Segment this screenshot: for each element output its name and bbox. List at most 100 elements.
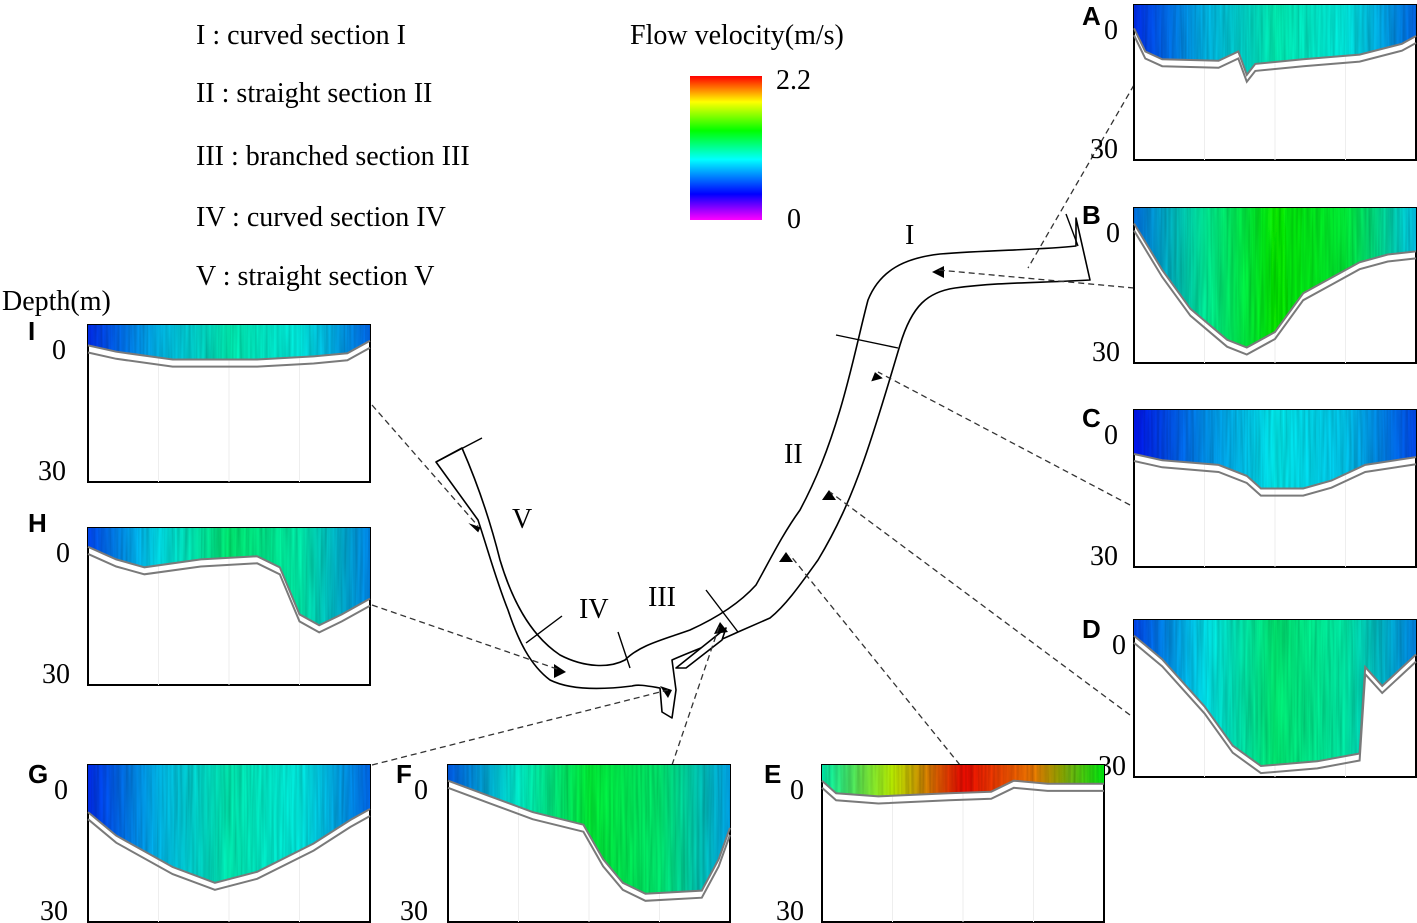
riverbed-profile-lower	[821, 786, 1104, 805]
riverbed-profile-lower	[87, 815, 371, 891]
riverbed-profile-lower	[1133, 34, 1417, 84]
cross-section-panel-i: I0 30	[28, 316, 371, 487]
depth-tick-top: 0	[1104, 15, 1118, 46]
colorbar-bar	[690, 76, 762, 220]
map-label-IV: IV	[579, 594, 609, 625]
map-label-I: I	[905, 220, 914, 251]
velocity-field	[1134, 410, 1416, 489]
leader-line-C	[877, 371, 1131, 506]
colorbar: Flow velocity(m/s) 2.2 0	[630, 20, 844, 235]
panel-letter: D	[1082, 614, 1101, 644]
leader-line-E	[789, 554, 961, 766]
map-label-V: V	[512, 504, 532, 535]
panel-letter: G	[28, 759, 48, 789]
flow-arrow-icon	[822, 490, 836, 500]
riverbed-profile	[1133, 27, 1417, 77]
riverbed-profile-lower	[1133, 642, 1417, 775]
riverbed-profile	[1133, 634, 1417, 768]
depth-tick-top: 0	[54, 775, 68, 806]
depth-tick-bottom: 30	[1090, 134, 1118, 165]
riverbed-profile	[821, 779, 1104, 798]
panel-letter: I	[28, 316, 35, 346]
map-label-II: II	[784, 439, 803, 470]
velocity-field	[88, 765, 370, 883]
velocity-field	[1134, 5, 1416, 75]
depth-tick-top: 0	[52, 335, 66, 366]
velocity-field	[448, 765, 730, 894]
river-map: I II III IV V	[435, 213, 1091, 719]
velocity-field	[822, 765, 1104, 797]
panel-letter: F	[396, 759, 412, 789]
flow-arrow-icon	[660, 686, 672, 698]
colorbar-title: Flow velocity(m/s)	[630, 20, 844, 51]
riverbed-profile-lower	[1133, 229, 1417, 356]
depth-tick-bottom: 30	[1092, 337, 1120, 368]
depth-tick-bottom: 30	[40, 896, 68, 923]
leader-line-H	[371, 604, 561, 671]
legend-item-3: III : branched section III	[196, 141, 470, 172]
flow-arrow-icon	[871, 372, 883, 382]
depth-tick-top: 0	[1106, 218, 1120, 249]
riverbed-profile-lower	[87, 552, 371, 634]
leader-line-I	[371, 404, 479, 527]
velocity-field	[1134, 208, 1416, 348]
riverbed-profile	[87, 545, 371, 627]
depth-tick-bottom: 30	[38, 456, 66, 487]
depth-tick-bottom: 30	[776, 896, 804, 923]
legend-item-1: I : curved section I	[196, 20, 406, 51]
legend-item-2: II : straight section II	[196, 78, 432, 109]
flow-arrow-icon	[932, 266, 944, 278]
panel-letter: E	[764, 759, 781, 789]
section-boundary	[617, 631, 631, 669]
depth-tick-bottom: 30	[42, 659, 70, 690]
leader-line-G	[371, 689, 669, 766]
legend-item-4: IV : curved section IV	[196, 202, 446, 233]
riverbed-profile	[447, 779, 731, 895]
riverbed-profile	[87, 808, 371, 884]
depth-axis-title: Depth(m)	[2, 286, 111, 317]
map-label-III: III	[648, 582, 676, 613]
velocity-field	[88, 325, 370, 360]
leader-line-F	[671, 623, 721, 766]
depth-tick-top: 0	[1112, 630, 1126, 661]
branch-island	[675, 627, 727, 669]
panel-letter: B	[1082, 200, 1101, 230]
panel-letter: A	[1082, 1, 1101, 31]
cross-section-panel-c: C0 30	[1082, 403, 1417, 572]
leader-line-D	[829, 491, 1131, 716]
riverbed-profile-lower	[1133, 460, 1417, 497]
panel-letter: C	[1082, 403, 1101, 433]
riverbed-profile-lower	[87, 346, 371, 368]
velocity-field	[1134, 620, 1416, 766]
colorbar-min-label: 0	[787, 204, 801, 235]
flow-arrow-icon	[779, 552, 793, 562]
flow-arrow-icon	[468, 523, 481, 533]
flow-arrow-icon	[554, 664, 566, 678]
section-boundary	[1065, 213, 1079, 247]
depth-tick-top: 0	[1104, 420, 1118, 451]
riverbed-profile	[87, 339, 371, 361]
legend-item-5: V : straight section V	[196, 261, 435, 292]
cross-section-panel-b: B0 30	[1082, 200, 1417, 368]
depth-tick-top: 0	[414, 775, 428, 806]
river-channel	[435, 217, 1091, 719]
legend: I : curved section I II : straight secti…	[196, 20, 470, 292]
section-boundary	[835, 334, 899, 349]
riverbed-profile-lower	[447, 786, 731, 902]
leader-line-A	[1027, 84, 1135, 269]
leader-line-B	[937, 269, 1135, 289]
depth-tick-bottom: 30	[1090, 541, 1118, 572]
section-boundary	[435, 437, 483, 463]
section-boundary	[525, 615, 563, 644]
velocity-field	[88, 528, 370, 626]
colorbar-max-label: 2.2	[776, 65, 811, 96]
leader-lines	[371, 84, 1135, 766]
